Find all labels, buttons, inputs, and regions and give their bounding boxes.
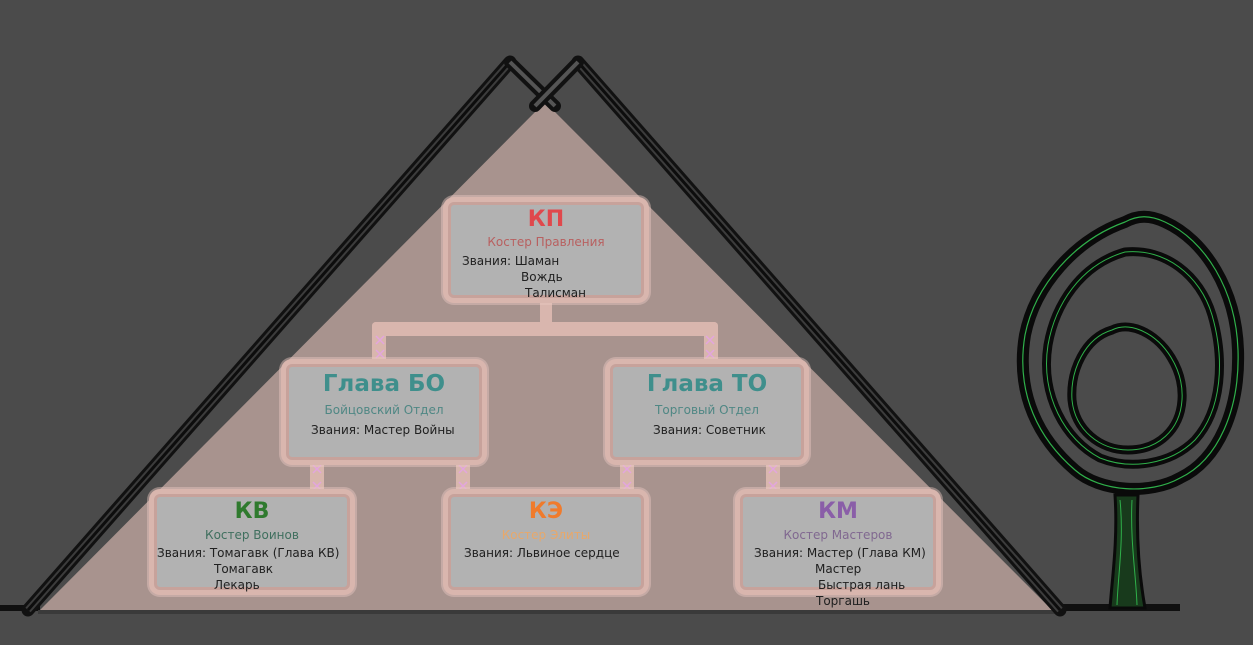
node-kp-rank-1: Вождь	[521, 270, 563, 284]
node-ke: КЭ Костер Элиты Звания: Львиное сердце	[448, 494, 644, 590]
node-bo-rank-0: Звания: Мастер Войны	[311, 423, 455, 437]
node-km-rank-0: Звания: Мастер (Глава КМ)	[754, 546, 926, 560]
node-kv-rank-0: Звания: Томагавк (Глава КВ)	[157, 546, 340, 560]
node-to-full: Торговый Отдел	[655, 403, 759, 417]
node-kp-rank-0: Звания: Шаман	[462, 254, 560, 268]
tree	[1016, 210, 1245, 610]
node-bo-full: Бойцовский Отдел	[324, 403, 444, 417]
node-kv-rank-1: Томагавк	[214, 562, 274, 576]
node-kp: КП Костер Правления Звания: Шаман Вождь …	[448, 202, 644, 300]
tent-left-edge	[21, 55, 517, 617]
node-kv-abbr: КВ	[234, 499, 270, 524]
node-km-abbr: КМ	[818, 499, 858, 524]
connector-marks	[312, 335, 778, 491]
tent-pole-right	[529, 56, 584, 112]
connectors	[310, 300, 780, 496]
tent-right-edge	[571, 55, 1067, 617]
node-kv: КВ Костер Воинов Звания: Томагавк (Глава…	[154, 494, 350, 592]
node-ke-full: Костер Элиты	[501, 528, 591, 542]
node-km-rank-1: Мастер	[815, 562, 862, 576]
node-ke-abbr: КЭ	[528, 499, 564, 524]
node-to-abbr: Глава ТО	[646, 371, 768, 397]
node-km-rank-3: Торгашь	[816, 594, 870, 608]
node-kp-rank-2: Талисман	[525, 286, 587, 300]
node-km-rank-2: Быстрая лань	[818, 578, 906, 592]
node-kp-full: Костер Правления	[487, 235, 605, 249]
node-to-rank-0: Звания: Советник	[653, 423, 766, 437]
node-bo: Глава БО Бойцовский Отдел Звания: Мастер…	[286, 364, 482, 460]
ground-line-left	[0, 605, 40, 611]
node-bo-abbr: Глава БО	[322, 371, 446, 397]
node-kv-full: Костер Воинов	[205, 528, 299, 542]
node-kv-rank-2: Лекарь	[214, 578, 260, 592]
node-kp-abbr: КП	[527, 207, 565, 232]
node-to: Глава ТО Торговый Отдел Звания: Советник	[610, 364, 804, 460]
node-km-full: Костер Мастеров	[783, 528, 893, 542]
tent-body	[40, 102, 1052, 610]
node-km: КМ Костер Мастеров Звания: Мастер (Глава…	[740, 494, 936, 608]
node-ke-rank-0: Звания: Львиное сердце	[464, 546, 620, 560]
